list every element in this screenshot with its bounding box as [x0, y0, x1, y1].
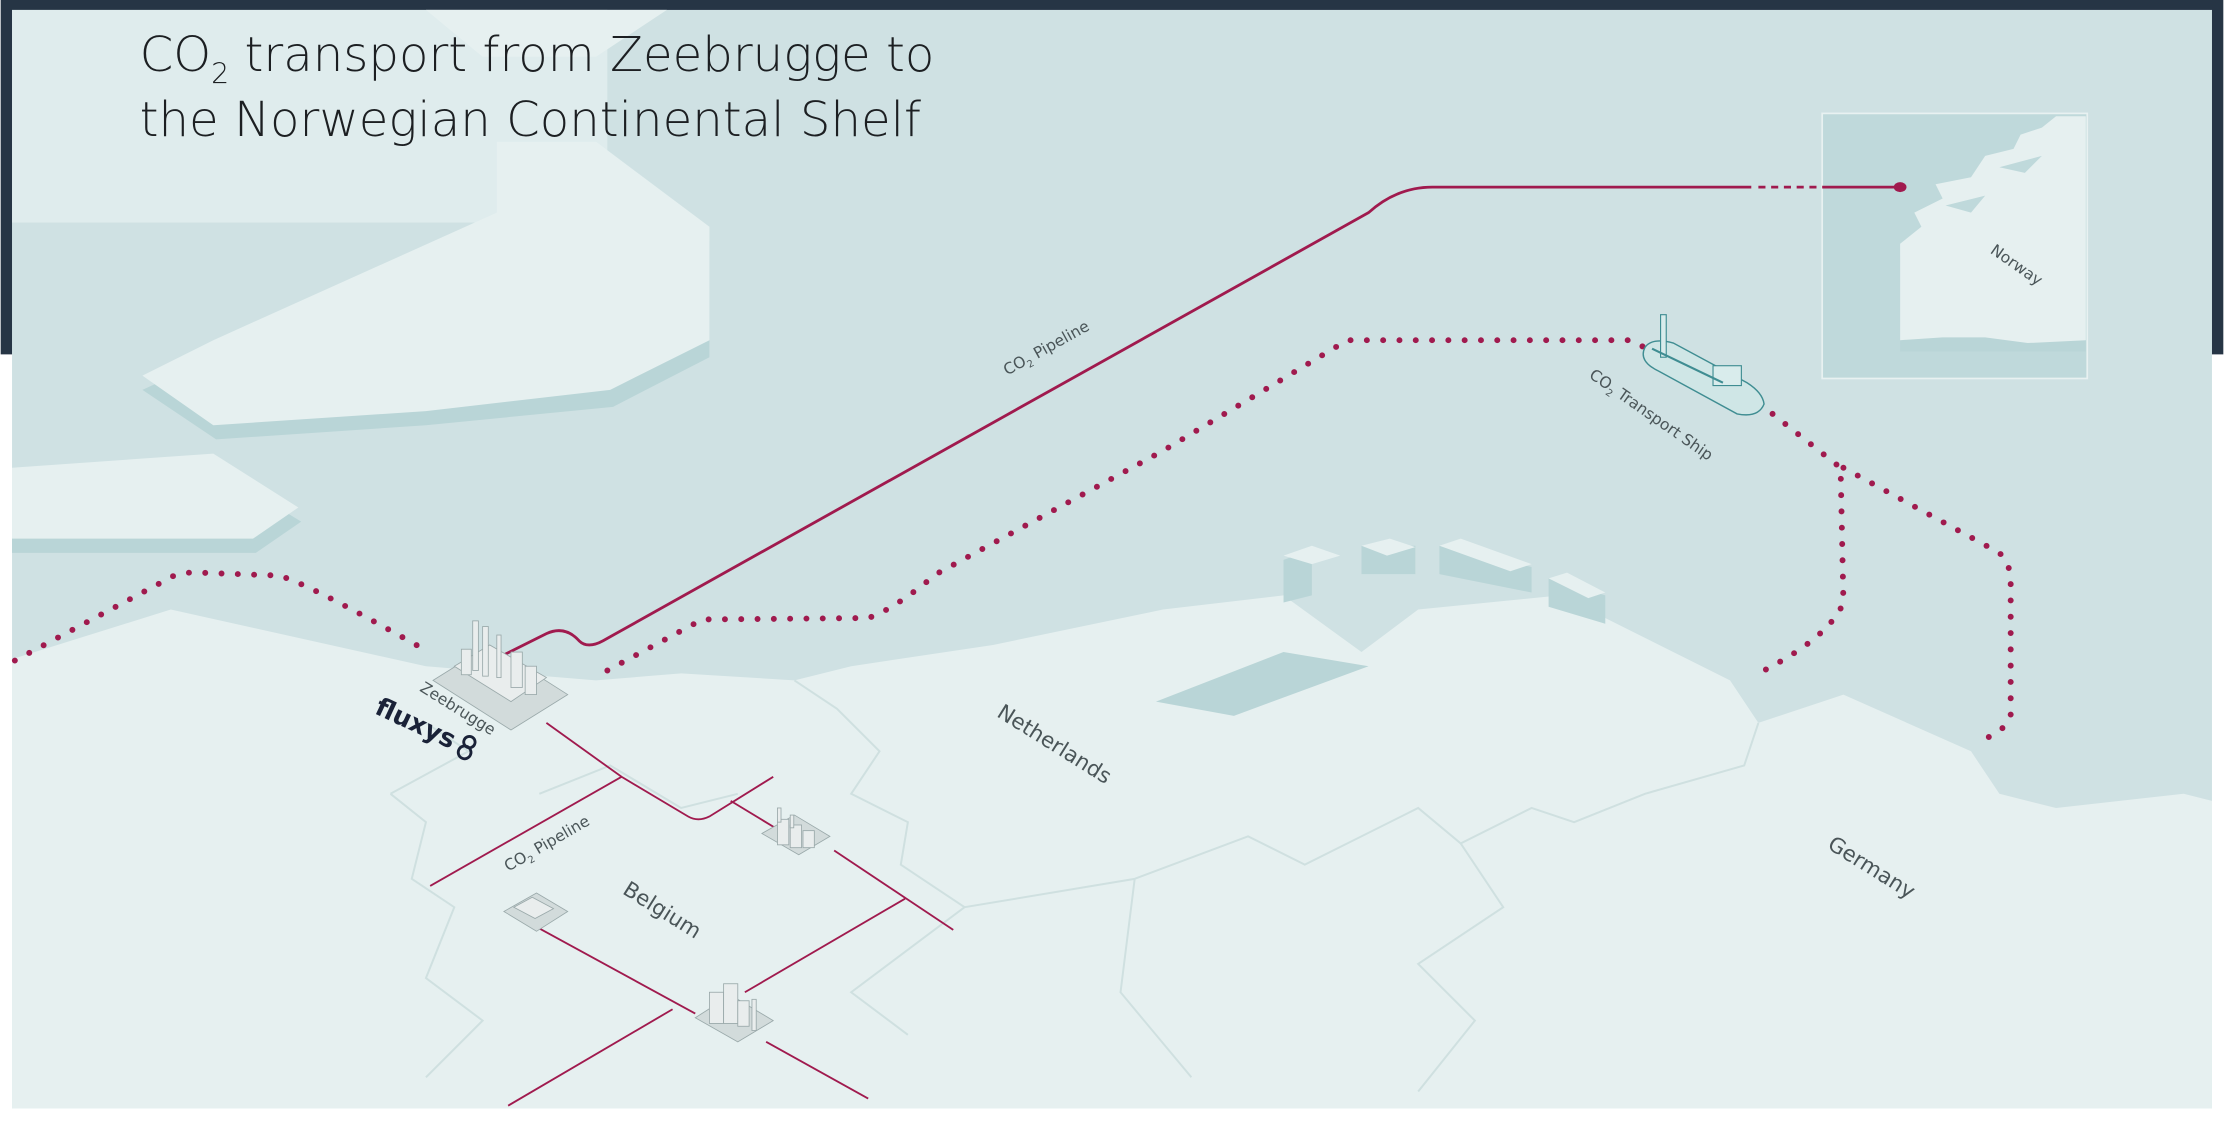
zeebrugge-terminal-icon [432, 620, 569, 731]
frisian-islands [1283, 538, 1606, 624]
country-borders [389, 679, 1760, 1093]
city-industry-icon [694, 983, 775, 1043]
continent-landmass [12, 538, 2212, 1109]
map-title-line-2: the Norwegian Continental Shelf [140, 92, 921, 148]
transport-ship-icon [1642, 314, 1765, 416]
ship-routes [11, 337, 2014, 743]
fluxys-logo-mark-icon [456, 735, 477, 761]
warehouse-icon [503, 892, 569, 932]
offshore-co2-pipeline [503, 182, 1907, 657]
bottom-margin [0, 1108, 2224, 1134]
onshore-co2-pipelines [429, 722, 954, 1107]
norway-inset [1821, 112, 2089, 380]
map-title-line-1: CO2 transport from Zeebrugge to [140, 27, 935, 91]
uk-landmass [12, 9, 710, 553]
pipeline-endpoint-marker [1893, 182, 1907, 193]
industrial-plant-icon [761, 807, 831, 856]
